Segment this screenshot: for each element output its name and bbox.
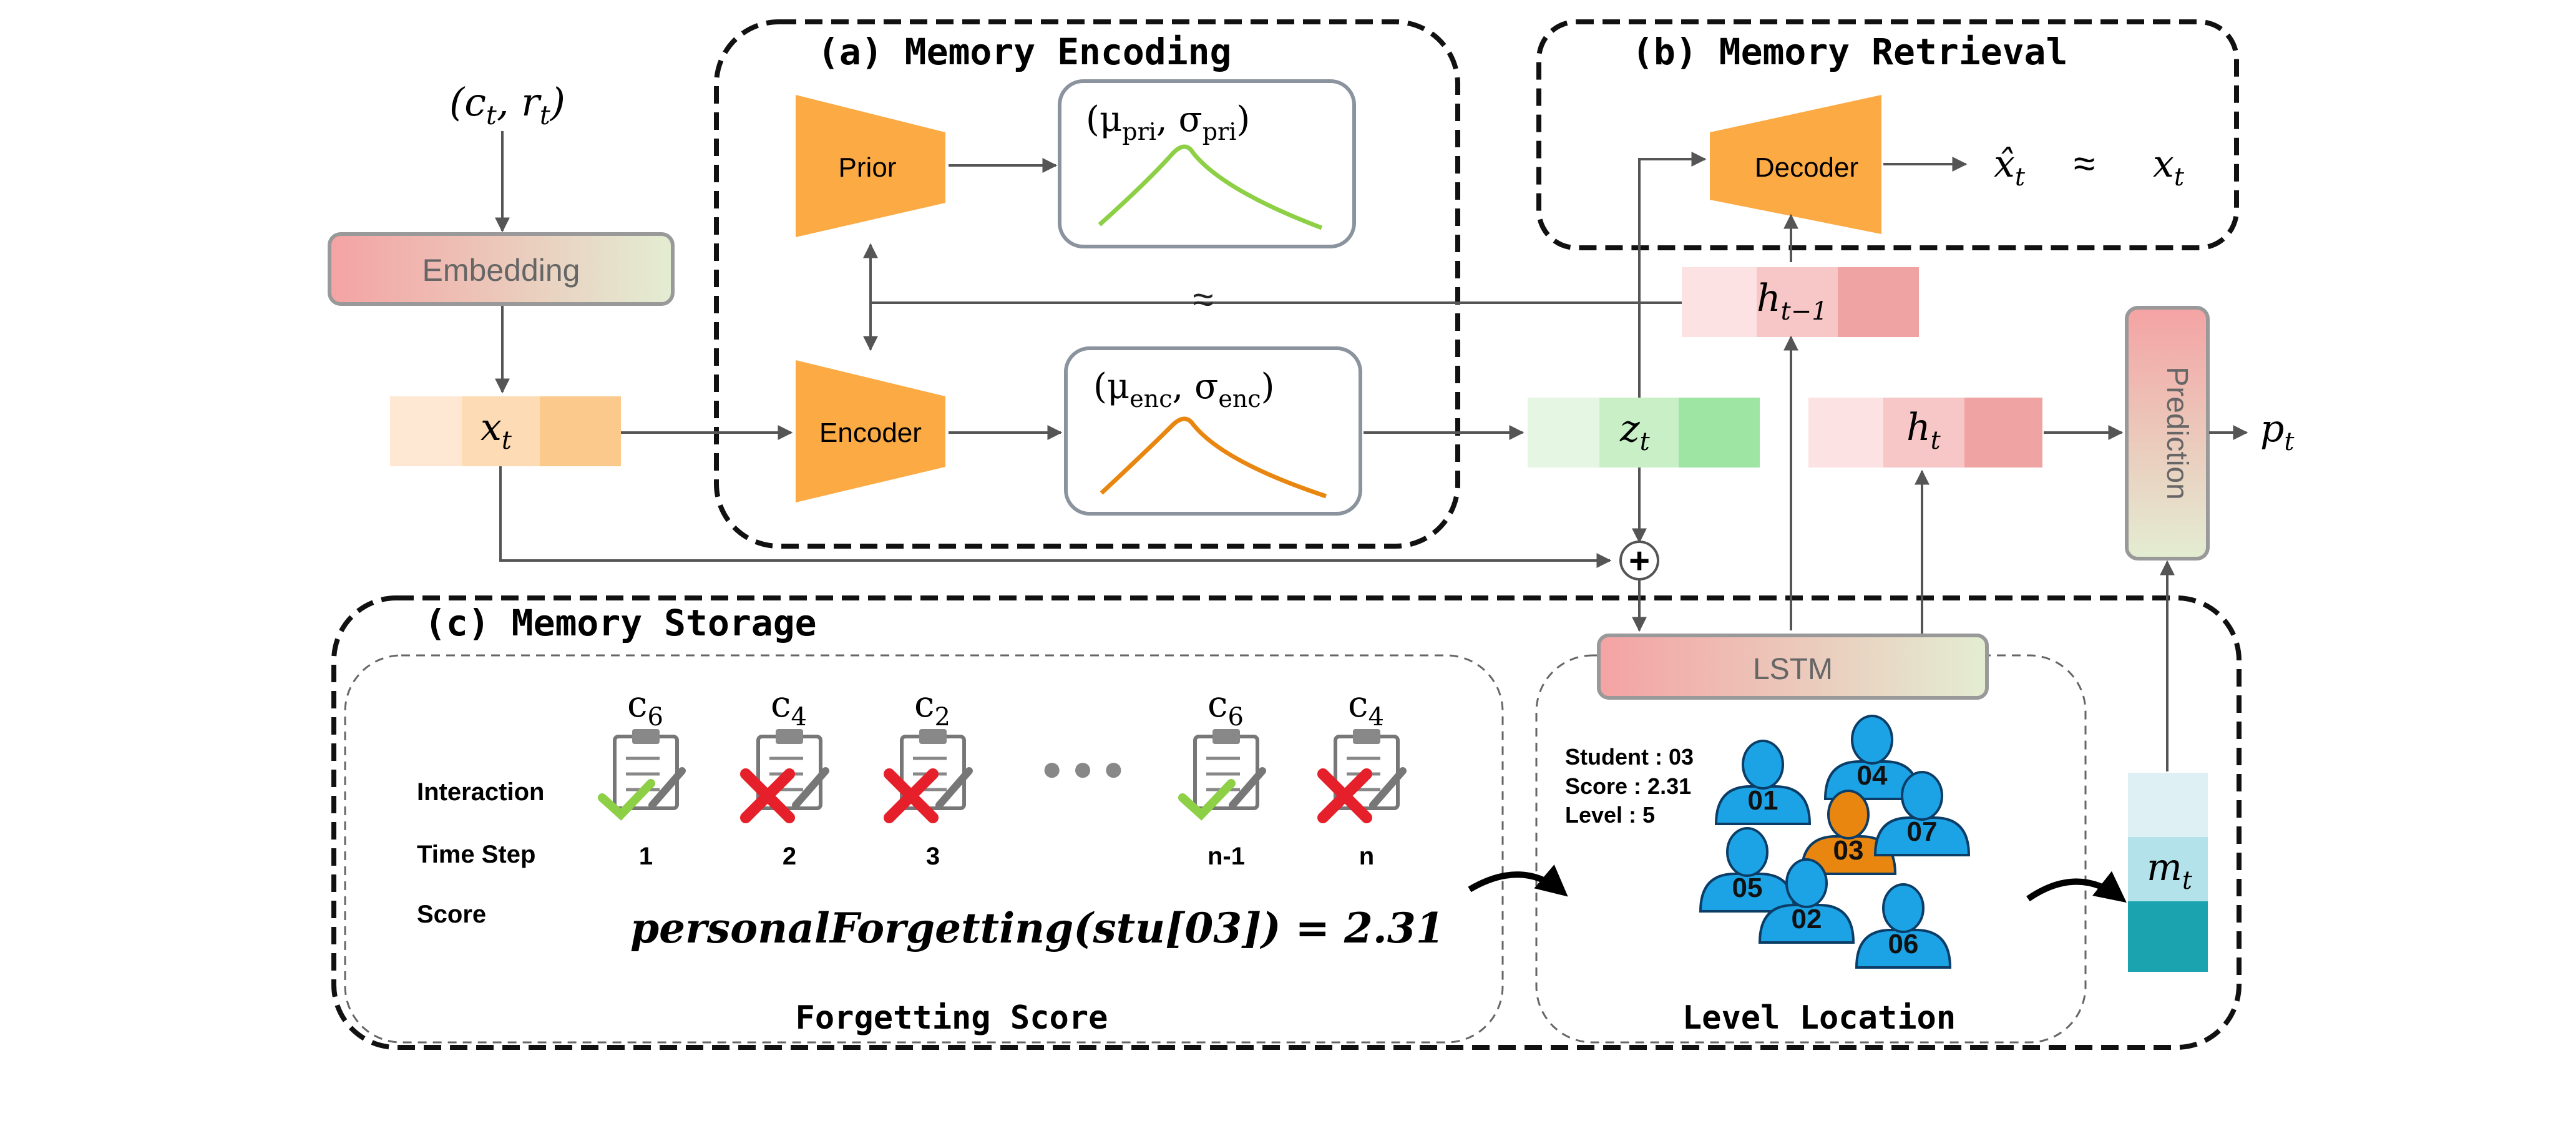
concept-label: c6 [1208, 683, 1244, 732]
student-icon: 01 [1714, 740, 1812, 825]
forgetting-score-title: Forgetting Score [796, 999, 1108, 1037]
memory-retrieval-title: (b) Memory Retrieval [1632, 31, 2067, 73]
pencil-icon [792, 767, 829, 809]
pencil-icon [1229, 767, 1266, 809]
student-icon: 05 [1699, 827, 1796, 913]
decoder-label: Decoder [1755, 152, 1858, 183]
student-icon: 03 [1800, 790, 1897, 875]
student-id-label: 07 [1907, 816, 1938, 847]
embedding-label: Embedding [422, 253, 580, 288]
interaction-item: c6 1 [598, 683, 686, 870]
student-cluster: 01 04 03 07 05 02 06 [1699, 715, 1971, 969]
time-step-value: n [1359, 843, 1374, 870]
student-icon: 06 [1855, 883, 1952, 969]
memory-storage-title: (c) Memory Storage [424, 602, 817, 644]
memory-storage-box [331, 595, 2242, 1050]
memory-encoding-box [714, 19, 1460, 549]
curved-arrow-to-level [1468, 864, 1568, 897]
interaction-item: c4 n [1317, 683, 1407, 870]
concept-label: c4 [1348, 683, 1384, 732]
pencil-icon [1369, 767, 1407, 809]
interaction-item: c2 3 [884, 683, 973, 870]
row-time-step-label: Time Step [417, 841, 535, 868]
encoder-distribution-label: (μenc, σenc) [1093, 366, 1274, 413]
student-info-line-2: Score : 2.31 [1565, 773, 1691, 799]
x-hat-label: x̂t [1994, 142, 2026, 192]
student-icon: 07 [1873, 771, 1971, 856]
prediction-label: Prediction [2160, 366, 2193, 499]
encoder-network [796, 360, 945, 502]
time-step-value: 1 [639, 843, 653, 870]
student-id-label: 05 [1732, 873, 1763, 903]
encoder-label: Encoder [819, 418, 922, 448]
student-icon: 04 [1823, 715, 1921, 800]
x-t-target-label: xt [2153, 142, 2185, 192]
student-id-label: 02 [1792, 904, 1822, 934]
encoder-curve [1100, 416, 1327, 499]
concept-label: c4 [771, 683, 807, 732]
prior-distribution-label: (μpri, σpri) [1086, 99, 1250, 145]
student-icon: 02 [1758, 858, 1855, 944]
forgetting-formula: personalForgetting(stu[03]) = 2.31 [630, 904, 1445, 952]
student-info-line-1: Student : 03 [1565, 744, 1694, 770]
decoder-network [1710, 95, 1881, 234]
prediction-box [2125, 306, 2210, 561]
plus-sign: + [1629, 541, 1650, 581]
time-step-value: 2 [783, 843, 796, 870]
lstm-label: LSTM [1753, 653, 1833, 686]
concept-label: c6 [627, 683, 663, 732]
curved-arrow-to-memory [2026, 871, 2127, 903]
student-id-label: 03 [1833, 835, 1864, 866]
approx-sign: ≈ [2074, 142, 2095, 185]
time-step-value: n-1 [1208, 843, 1245, 870]
interaction-item: c4 2 [740, 683, 829, 870]
x-t-label: xt [481, 406, 512, 455]
cross-icon [1317, 768, 1372, 823]
pencil-icon [648, 767, 686, 809]
interaction-items: c6 1 c4 2 c2 3 c6 n-1 c4 n [598, 683, 1407, 870]
time-step-value: 3 [926, 843, 940, 870]
input-pair: (ct, rt) [449, 79, 565, 130]
embedding-box [328, 232, 675, 306]
check-icon [598, 779, 655, 821]
m-t-label: mt [2147, 846, 2193, 895]
check-icon [1178, 779, 1236, 821]
interaction-item: c6 n-1 [1178, 683, 1266, 870]
student-id-label: 01 [1748, 785, 1778, 816]
h-prev-label: ht−1 [1757, 277, 1828, 326]
prior-network [796, 95, 945, 237]
encoder-distribution-box [1064, 346, 1362, 516]
h-t-label: ht [1906, 406, 1941, 455]
lstm-box [1597, 634, 1989, 700]
p-t-label: pt [2260, 407, 2295, 456]
dots-ellipsis: ● ● ● [1042, 748, 1125, 788]
z-t-label: zt [1619, 407, 1651, 456]
student-id-label: 06 [1888, 929, 1919, 959]
pencil-icon [935, 767, 973, 809]
prior-label: Prior [839, 152, 897, 183]
prior-curve [1098, 144, 1323, 230]
student-id-label: 04 [1857, 760, 1888, 791]
squiggle-break: ≈ [1193, 278, 1214, 320]
concept-label: c2 [914, 683, 950, 732]
row-interaction-label: Interaction [417, 778, 544, 806]
student-info-line-3: Level : 5 [1565, 802, 1655, 828]
cross-icon [740, 768, 795, 823]
cross-icon [884, 768, 939, 823]
row-score-label: Score [417, 901, 486, 928]
prior-distribution-box [1058, 79, 1356, 248]
level-location-title: Level Location [1682, 999, 1956, 1037]
memory-encoding-title: (a) Memory Encoding [817, 31, 1231, 73]
